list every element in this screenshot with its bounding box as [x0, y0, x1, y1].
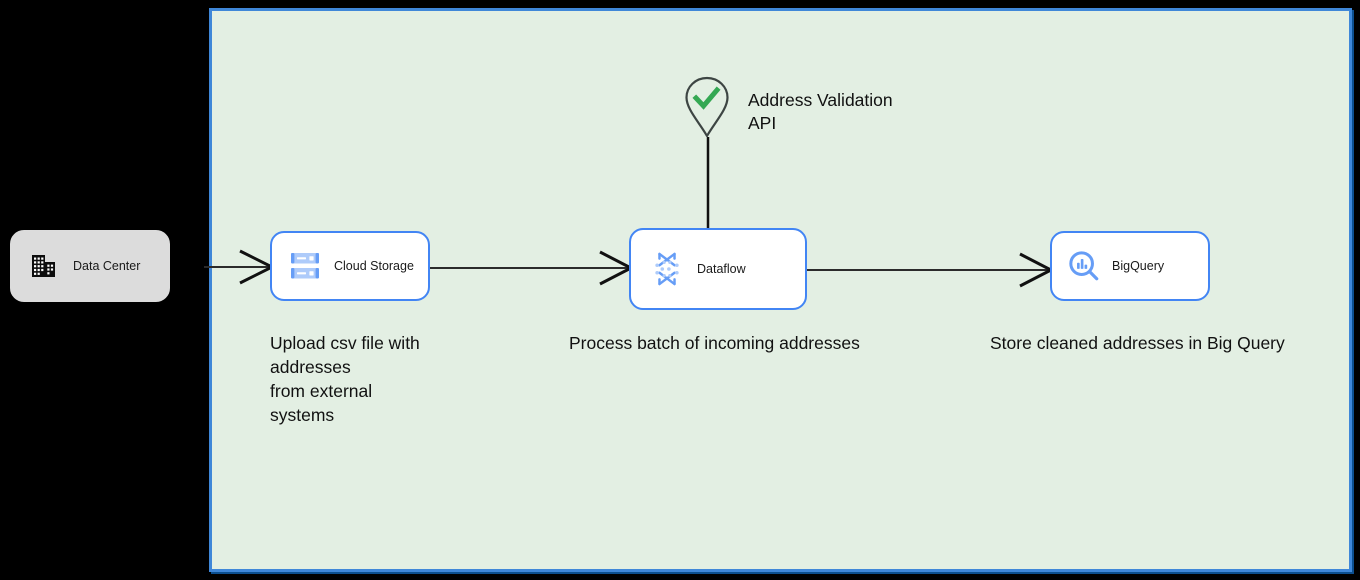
connector-address-validation-api-to-dataflow	[706, 137, 710, 233]
node-bigquery[interactable]: BigQuery	[1050, 231, 1210, 301]
cloud-storage-icon	[291, 253, 319, 279]
node-dataflow[interactable]: Dataflow	[629, 228, 807, 310]
node-data-center[interactable]: Data Center	[10, 230, 170, 302]
connector-dataflow-to-bigquery	[802, 252, 1055, 288]
map-pin-check-icon	[685, 76, 729, 138]
api-label-line-1: Address Validation	[748, 90, 893, 110]
api-label-line-2: API	[748, 113, 777, 133]
bigquery-icon	[1069, 251, 1099, 281]
node-data-center-label: Data Center	[73, 258, 141, 273]
address-validation-api-label: Address Validation API	[748, 89, 978, 135]
data-center-building-icon	[32, 255, 55, 277]
connector-data-center-to-cloud-storage	[204, 249, 276, 285]
node-cloud-storage-label: Cloud Storage	[334, 258, 414, 273]
caption-bigquery: Store cleaned addresses in Big Query	[990, 333, 1285, 353]
node-cloud-storage[interactable]: Cloud Storage	[270, 231, 430, 301]
node-bigquery-label: BigQuery	[1112, 258, 1165, 273]
dataflow-icon	[655, 252, 679, 286]
connector-cloud-storage-to-dataflow	[424, 250, 635, 286]
node-dataflow-label: Dataflow	[697, 261, 746, 276]
caption-dataflow: Process batch of incoming addresses	[569, 333, 860, 353]
